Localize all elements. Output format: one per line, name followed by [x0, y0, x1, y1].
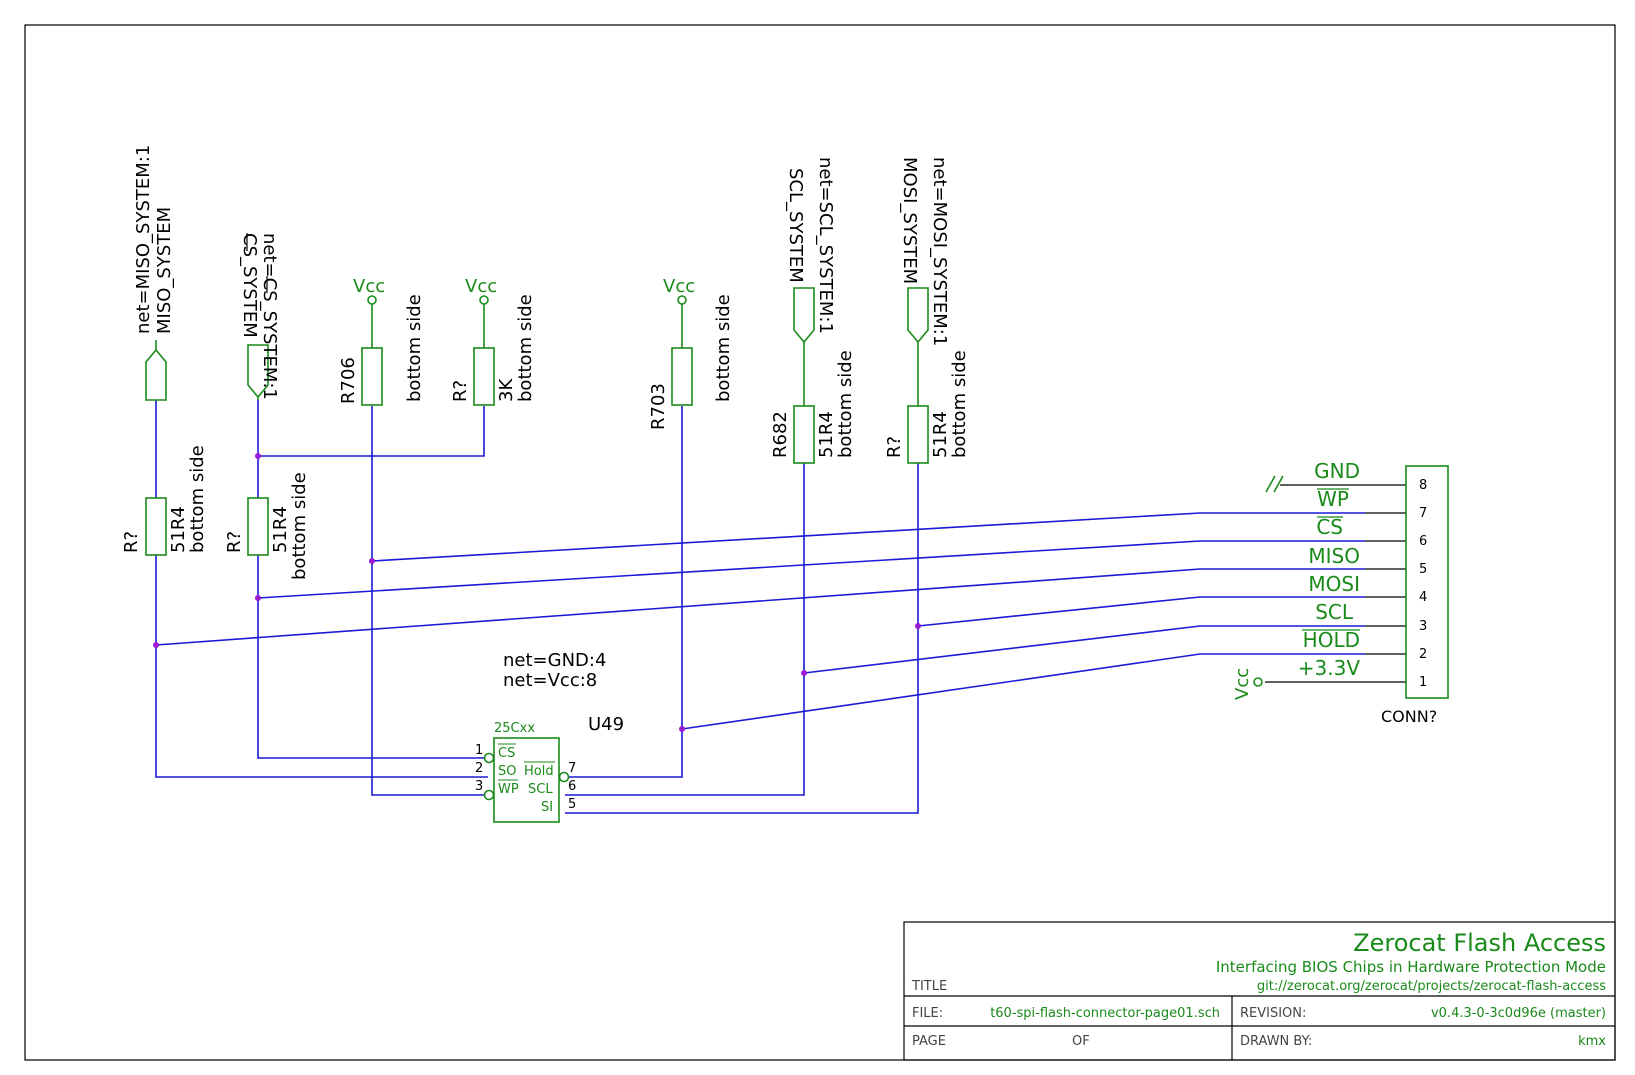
tb-revision-label: REVISION:	[1240, 1006, 1306, 1021]
resistor-value: 51R4	[168, 506, 189, 553]
connector-pin-name: HOLD	[1303, 628, 1360, 652]
chip-pin-name: CS	[498, 746, 515, 761]
net-label: net=MISO_SYSTEM:1	[133, 145, 154, 334]
resistor-r706: R706 bottom side	[338, 294, 425, 404]
vcc-label: Vcc	[1232, 668, 1253, 700]
resistor-r703: R703 bottom side	[648, 294, 734, 430]
connector-pin-name: WP	[1317, 487, 1349, 511]
tb-of-label: OF	[1072, 1034, 1090, 1049]
resistor-ref: R?	[224, 531, 245, 553]
chip-pin-number: 7	[568, 761, 576, 776]
resistor-ref: R?	[450, 380, 471, 402]
tb-drawn-label: DRAWN BY:	[1240, 1034, 1312, 1049]
net-name: SCL_SYSTEM	[785, 168, 806, 283]
resistor-value: 51R4	[270, 506, 291, 553]
net-name: MISO_SYSTEM	[154, 207, 175, 334]
connector-pin-number: 8	[1419, 478, 1427, 493]
vcc-symbols: Vcc Vcc Vcc	[353, 276, 695, 348]
resistor-ref: R682	[770, 411, 791, 458]
tb-subtitle: Interfacing BIOS Chips in Hardware Prote…	[1216, 958, 1606, 976]
connector-ref: CONN?	[1381, 707, 1437, 726]
port-flags	[145, 287, 929, 406]
resistor-ref: R?	[121, 531, 142, 553]
chip-net-note: net=GND:4	[503, 650, 606, 671]
chip-pin-name: WP	[498, 782, 519, 797]
chip-u49: net=GND:4 net=Vcc:8 U49 25Cxx 1 2 3 7 6 …	[475, 650, 624, 823]
connector-pin-stubs	[1265, 484, 1406, 683]
connector-pin-name: MISO	[1308, 544, 1360, 568]
resistor-r682: R682 51R4 bottom side net=SCL_SYSTEM:1 S…	[770, 157, 856, 458]
resistor-note: bottom side	[515, 294, 536, 402]
resistor-r-cs: R? 51R4 bottom side net=CS_SYSTEM:1 CS_S…	[224, 233, 310, 580]
tb-revision: v0.4.3-0-3c0d96e (master)	[1431, 1006, 1606, 1021]
chip-pin-number: 6	[568, 779, 576, 794]
connector: Vcc CONN? 8 7 6 5 4 3 2 1 GND WP CS MISO…	[1232, 459, 1449, 726]
resistor-r-miso: R? 51R4 bottom side net=MISO_SYSTEM:1 MI…	[121, 145, 208, 553]
tb-file-label: FILE:	[912, 1006, 943, 1021]
chip-pin-number: 3	[475, 779, 483, 794]
connector-pin-number: 2	[1419, 647, 1427, 662]
resistor-note: bottom side	[187, 445, 208, 553]
connector-pin-name: GND	[1314, 459, 1360, 483]
connector-pin-number: 1	[1419, 675, 1427, 690]
net-name: MOSI_SYSTEM	[899, 157, 920, 284]
junctions	[153, 453, 921, 732]
vcc-label: Vcc	[663, 276, 695, 297]
resistor-r-mosi: R? 51R4 bottom side net=MOSI_SYSTEM:1 MO…	[884, 157, 970, 458]
title-block: Zerocat Flash Access Interfacing BIOS Ch…	[903, 921, 1616, 1061]
vcc-label: Vcc	[465, 276, 497, 297]
connector-pin-number: 5	[1419, 562, 1427, 577]
chip-pin-number: 5	[568, 797, 576, 812]
chip-pin-number: 1	[475, 743, 483, 758]
chip-pin-name: SCL	[528, 782, 553, 797]
connector-pin-number: 7	[1419, 506, 1427, 521]
connector-pin-name: +3.3V	[1298, 656, 1361, 680]
connector-pin-name: CS	[1316, 515, 1343, 539]
resistor-value: 3K	[496, 378, 517, 402]
chip-pin-name: SI	[541, 800, 553, 815]
resistor-note: bottom side	[835, 350, 856, 458]
connector-pin-name: MOSI	[1308, 572, 1360, 596]
chip-pin-name: SO	[498, 764, 516, 779]
sheet-border	[24, 24, 1616, 1061]
net-label: net=SCL_SYSTEM:1	[815, 157, 836, 334]
resistor-ref: R703	[648, 383, 669, 430]
net-label: net=MOSI_SYSTEM:1	[929, 157, 950, 346]
resistor-r-3k: R? 3K bottom side	[450, 294, 536, 402]
net-name: CS_SYSTEM	[239, 233, 260, 338]
wires	[155, 400, 1365, 814]
resistor-note: bottom side	[949, 350, 970, 458]
tb-page-label: PAGE	[912, 1034, 946, 1049]
chip-ref: U49	[588, 714, 624, 735]
tb-url: git://zerocat.org/zerocat/projects/zeroc…	[1257, 979, 1606, 994]
tb-drawn-by: kmx	[1578, 1034, 1606, 1049]
resistor-ref: R706	[338, 357, 359, 404]
connector-pin-number: 3	[1419, 619, 1427, 634]
resistor-note: bottom side	[289, 472, 310, 580]
vcc-label: Vcc	[353, 276, 385, 297]
chip-device: 25Cxx	[494, 721, 535, 736]
tb-title: Zerocat Flash Access	[1353, 929, 1606, 957]
connector-pin-number: 4	[1419, 590, 1427, 605]
resistor-bodies	[145, 347, 929, 556]
tb-title-label: TITLE	[911, 979, 947, 994]
connector-pin-name: SCL	[1315, 600, 1354, 624]
connector-pin-number: 6	[1419, 534, 1427, 549]
chip-pin-name: Hold	[524, 764, 554, 779]
resistor-value: 51R4	[816, 411, 837, 458]
chip-pin-number: 2	[475, 761, 483, 776]
resistor-ref: R?	[884, 436, 905, 458]
resistor-note: bottom side	[404, 294, 425, 402]
resistor-note: bottom side	[713, 294, 734, 402]
net-label: net=CS_SYSTEM:1	[259, 233, 280, 400]
chip-net-note: net=Vcc:8	[503, 670, 597, 691]
tb-file: t60-spi-flash-connector-page01.sch	[990, 1006, 1220, 1021]
resistor-value: 51R4	[930, 411, 951, 458]
